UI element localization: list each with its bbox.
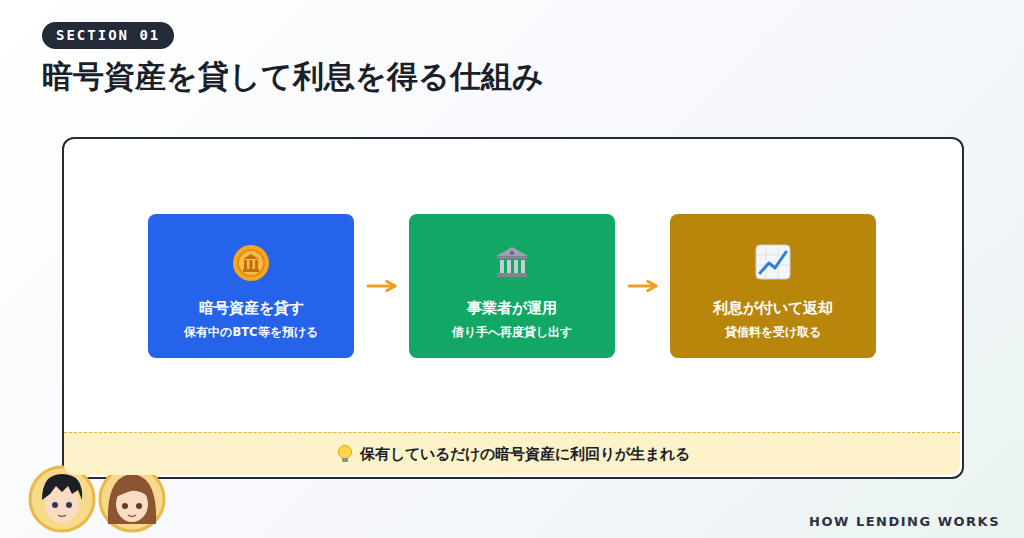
node-heading: 保有しているだけの暗号資産に利回りが生まれる [334,445,690,464]
section-badge: SECTION 01 [42,22,174,49]
note-band: 保有しているだけの暗号資産に利回りが生まれる [64,432,960,475]
flow-arrow [368,285,395,288]
bank-icon [493,243,531,281]
step-box: 利息が付いて返却貸借料を受け取る [670,214,876,358]
footer-label: HOW LENDING WORKS [809,514,1000,529]
bulb-icon [336,444,354,464]
flow-arrow [629,285,656,288]
chart-icon [754,243,792,281]
page-title: 暗号資産を貸して利息を得る仕組み [42,56,544,98]
node-subtext: 借り手へ再度貸し出す [452,325,572,340]
step-box: 暗号資産を貸す保有中のBTC等を預ける [148,214,354,358]
node-subtext: 保有中のBTC等を預ける [184,325,317,340]
node-heading: 利息が付いて返却 [713,299,833,318]
coin-icon [232,244,270,282]
step-box: 事業者が運用借り手へ再度貸し出す [409,214,615,358]
node-subtext: 貸借料を受け取る [725,325,821,340]
node-heading: 暗号資産を貸す [199,299,304,318]
node-heading: 事業者が運用 [467,299,557,318]
